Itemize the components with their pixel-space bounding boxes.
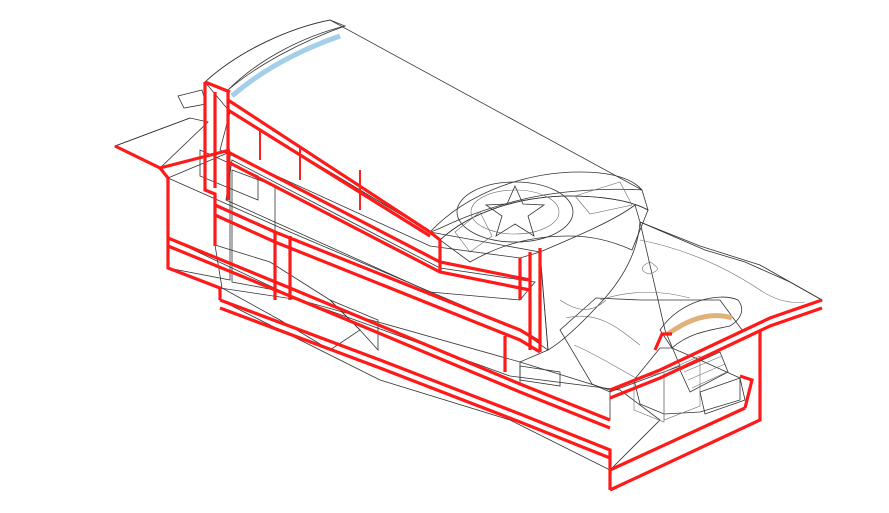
gable-star-facade xyxy=(429,171,649,263)
stair-pavilion xyxy=(633,296,746,423)
section-cut-lines xyxy=(114,80,823,492)
ground-terrain xyxy=(559,221,823,393)
left-entry-slab xyxy=(113,89,209,169)
curved-brick-wall xyxy=(539,204,641,351)
building-body xyxy=(167,111,661,471)
roof-barrel xyxy=(204,19,643,233)
